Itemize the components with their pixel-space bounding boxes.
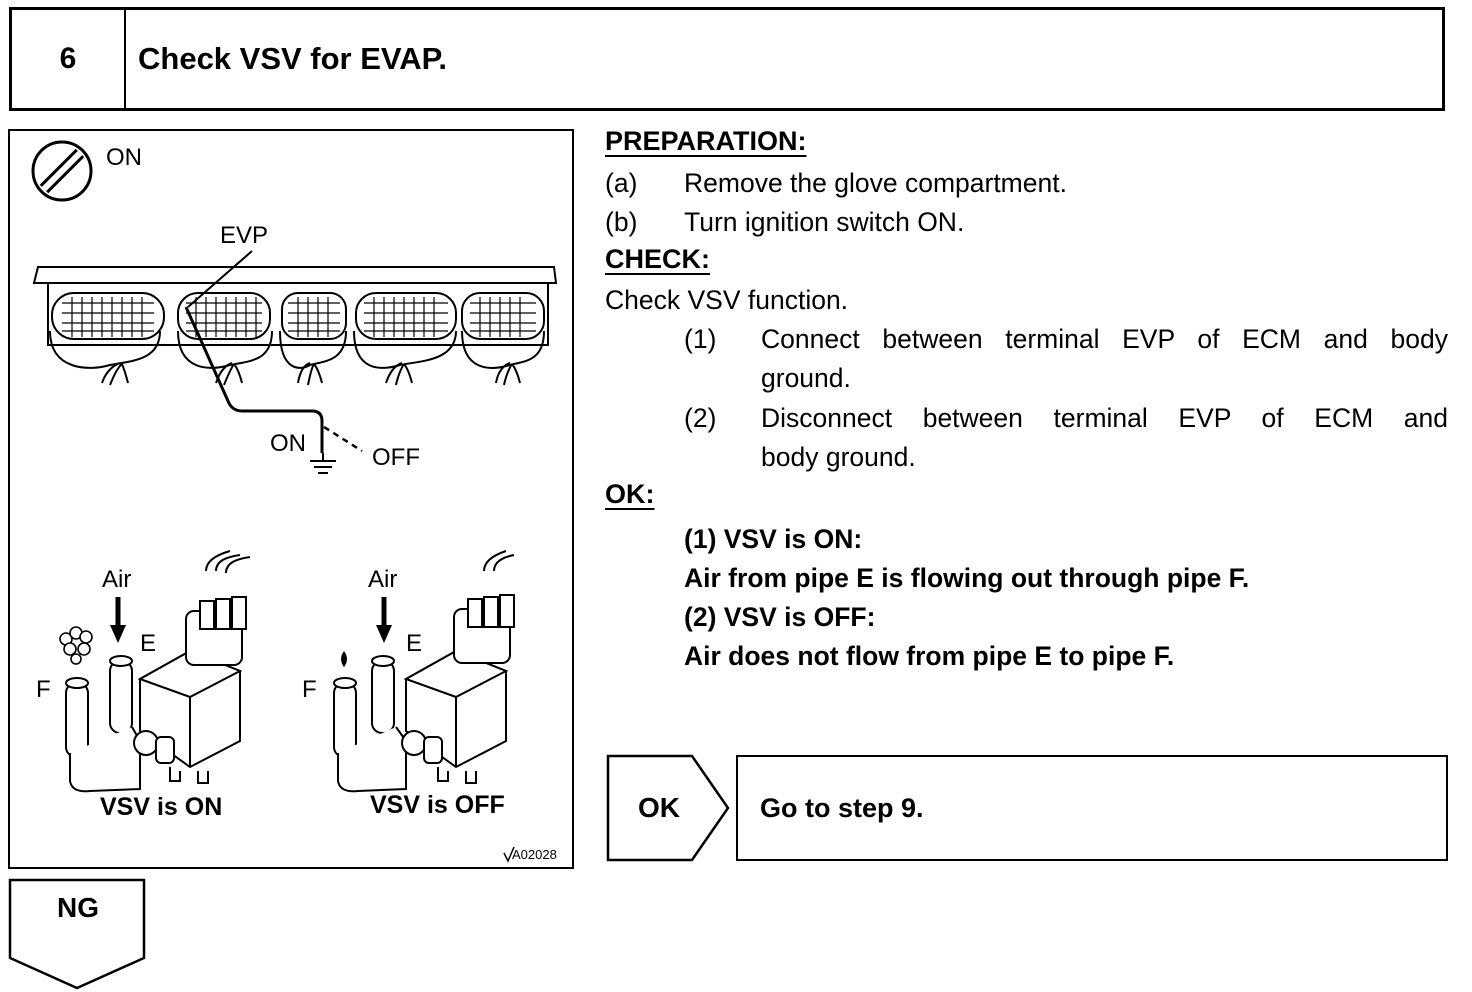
check-heading: CHECK: [605,244,710,274]
ecm-connector-drawing [32,266,558,386]
prep-text-b: Turn ignition switch ON. [684,207,965,237]
air-arrow-icon [110,597,126,643]
left-pipe-e-label: E [140,630,156,657]
right-air-label: Air [368,566,397,593]
ok-action-box: Go to step 9. [736,755,1448,861]
step-number: 6 [12,10,126,108]
step-header: 6 Check VSV for EVAP. [9,7,1445,111]
right-pipe-e-label: E [406,630,422,657]
ok-line-2: Air from pipe E is flowing out through p… [684,563,1250,593]
ng-tag: NG [57,892,99,923]
ok-line-1: (1) VSV is ON: [684,524,863,554]
ok-line-4: Air does not flow from pipe E to pipe F. [684,641,1175,671]
switch-on-label: ON [270,430,306,457]
check-text-2-line1: Disconnect between terminal EVP of ECM a… [761,403,1448,433]
check-marker-2: (2) [684,403,717,433]
vsv-diagram: ON [31,140,558,863]
check-text-1-line2: ground. [761,363,851,393]
left-pipe-f-label: F [36,676,51,703]
check-text-2-line2: body ground. [761,442,916,472]
check-intro: Check VSV function. [605,285,849,315]
ng-arrow-box [8,878,146,990]
ok-line-3: (2) VSV is OFF: [684,602,876,632]
left-air-label: Air [102,566,131,593]
vsv-off-drawing [333,550,515,793]
switch-off-label: OFF [372,444,420,471]
evp-label: EVP [220,222,268,249]
step-title: Check VSV for EVAP. [138,41,447,76]
ok-arrow-box [606,754,730,862]
figure-code: A02028 [512,847,557,862]
vsv-on-drawing [65,550,251,793]
ok-heading: OK: [605,479,655,509]
vsv-off-caption: VSV is OFF [370,791,505,819]
ignition-on-label: ON [106,144,142,171]
ok-action-text: Go to step 9. [760,792,924,823]
diagram-figure: ON [8,129,574,869]
ok-tag: OK [638,792,680,823]
preparation-heading: PREPARATION: [605,126,807,156]
ignition-key-icon [31,140,93,202]
vsv-on-caption: VSV is ON [100,793,222,821]
prep-marker-a: (a) [605,168,638,198]
prep-marker-b: (b) [605,207,638,237]
prep-text-a: Remove the glove compartment. [684,168,1067,198]
air-arrow-icon [376,597,392,643]
right-pipe-f-label: F [302,676,317,703]
air-puff-icon [59,626,93,665]
check-text-1-line1: Connect between terminal EVP of ECM and … [761,324,1448,354]
check-marker-1: (1) [684,324,717,354]
drop-icon [341,651,347,667]
